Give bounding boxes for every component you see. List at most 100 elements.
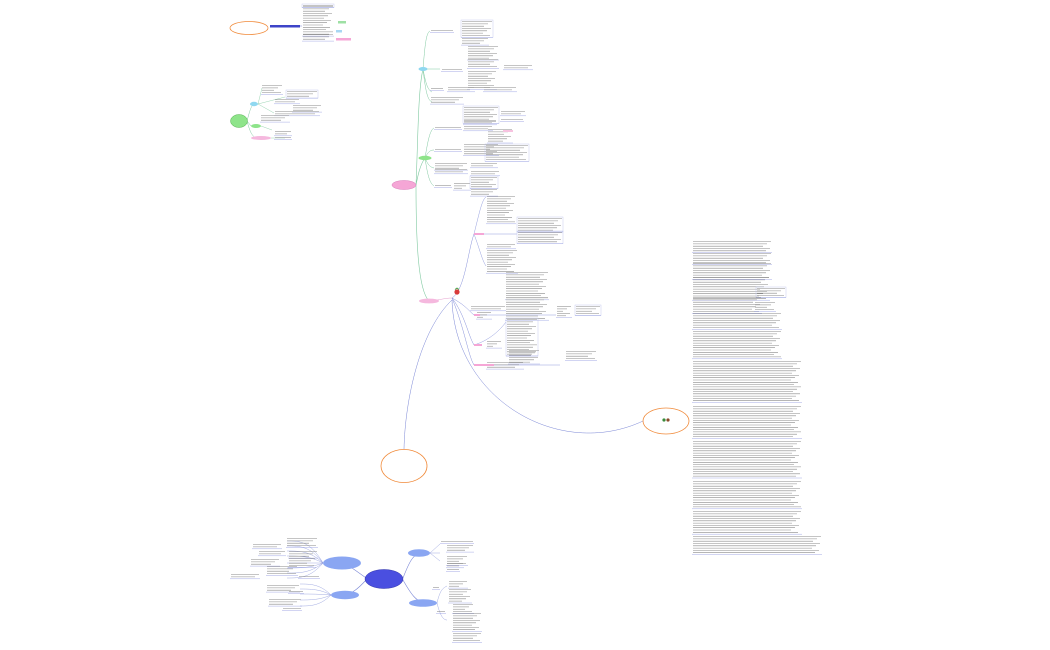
- text-block: [274, 99, 300, 105]
- empty-outline-node-right[interactable]: [642, 407, 690, 435]
- text-block: [470, 163, 498, 169]
- top-left-notes-2: [302, 34, 334, 42]
- text-block: [441, 69, 463, 72]
- text-block: [463, 120, 497, 126]
- empty-outline-node-top[interactable]: [229, 21, 269, 35]
- text-block: [288, 591, 304, 594]
- text-block: [434, 127, 462, 130]
- left-green-node[interactable]: [230, 114, 248, 128]
- top-left-notes: [302, 6, 334, 37]
- text-block: [266, 585, 300, 593]
- text-block: [484, 143, 530, 162]
- text-block: [266, 566, 298, 576]
- branch-node-cyan[interactable]: [418, 67, 428, 71]
- connector-line: [424, 157, 435, 187]
- connector-line: [299, 593, 332, 596]
- connector-line: [451, 297, 475, 366]
- connector-line: [257, 103, 275, 114]
- connector-line: [422, 30, 431, 70]
- text-block: [452, 604, 474, 614]
- text-block: [446, 563, 464, 568]
- text-block: [486, 250, 518, 274]
- connector-line: [286, 545, 324, 564]
- connector-line: [424, 127, 435, 159]
- text-block: [574, 304, 602, 316]
- text-block: [692, 277, 770, 301]
- text-block: [692, 241, 772, 253]
- text-block: [470, 306, 506, 311]
- text-block: [505, 297, 549, 321]
- text-block: [462, 105, 500, 124]
- connector-line: [286, 562, 324, 579]
- text-block: [692, 263, 772, 280]
- pink-label-2: [474, 314, 480, 316]
- text-block: [692, 361, 802, 403]
- trunk-to-green: [415, 157, 426, 186]
- text-block: [476, 312, 492, 320]
- left-child-cyan[interactable]: [250, 101, 258, 107]
- bottom-node-right-upper[interactable]: [408, 549, 430, 557]
- text-block: [463, 144, 499, 156]
- text-block: [483, 87, 517, 93]
- text-block: [508, 350, 540, 365]
- connector-line: [286, 562, 324, 574]
- text-block: [446, 545, 474, 553]
- text-block: [436, 611, 446, 614]
- connector-line: [260, 125, 273, 131]
- curve-to-bottom-node: [403, 299, 453, 450]
- text-block: [486, 341, 502, 349]
- connector-line: [299, 588, 332, 596]
- text-block: [430, 88, 444, 91]
- text-block: [467, 59, 499, 69]
- left-child-green[interactable]: [251, 124, 261, 128]
- cyan-tag: [336, 30, 342, 33]
- text-block: [282, 608, 302, 611]
- text-block: [486, 244, 516, 250]
- text-block: [250, 559, 280, 567]
- left-child-pink[interactable]: [251, 136, 271, 140]
- bottom-main-node[interactable]: [364, 569, 404, 589]
- connector-line: [286, 540, 324, 564]
- text-block: [440, 541, 474, 544]
- bottom-node-right-lower[interactable]: [409, 599, 437, 607]
- top-left-header: [301, 3, 335, 8]
- pink-label-4: [474, 364, 494, 366]
- central-pink-node[interactable]: [391, 180, 417, 190]
- text-block: [692, 406, 802, 439]
- empty-outline-node-bottom[interactable]: [380, 449, 428, 483]
- connector-line: [473, 321, 507, 346]
- strawberry-icon: [454, 287, 460, 295]
- text-block: [500, 111, 526, 117]
- text-block: [261, 85, 283, 95]
- text-block: [285, 89, 319, 99]
- text-block: [470, 189, 498, 197]
- connector-line: [299, 594, 332, 601]
- connector-line: [429, 543, 441, 554]
- text-block: [505, 272, 549, 300]
- text-block: [453, 183, 471, 191]
- text-block: [503, 65, 533, 71]
- branch-node-green[interactable]: [418, 155, 432, 161]
- text-block: [754, 302, 776, 312]
- text-block: [467, 71, 497, 90]
- text-block: [755, 286, 787, 298]
- text-block: [467, 46, 499, 61]
- text-block: [692, 331, 782, 359]
- connector-line: [286, 550, 324, 564]
- text-block: [516, 230, 564, 244]
- text-block: [461, 38, 489, 46]
- connector-lines: [246, 25, 644, 621]
- text-block: [434, 163, 468, 171]
- curve-to-right-node: [451, 299, 644, 434]
- text-block: [692, 313, 782, 330]
- text-block: [692, 511, 802, 535]
- text-block: [430, 30, 454, 33]
- text-block: [230, 574, 260, 579]
- text-block: [486, 196, 516, 225]
- bottom-node-left-lower[interactable]: [331, 590, 359, 600]
- text-block: [286, 538, 318, 548]
- text-block: [452, 633, 482, 643]
- branch-node-pink[interactable]: [419, 298, 439, 304]
- bottom-node-left-upper[interactable]: [323, 556, 361, 570]
- text-block: [463, 126, 493, 132]
